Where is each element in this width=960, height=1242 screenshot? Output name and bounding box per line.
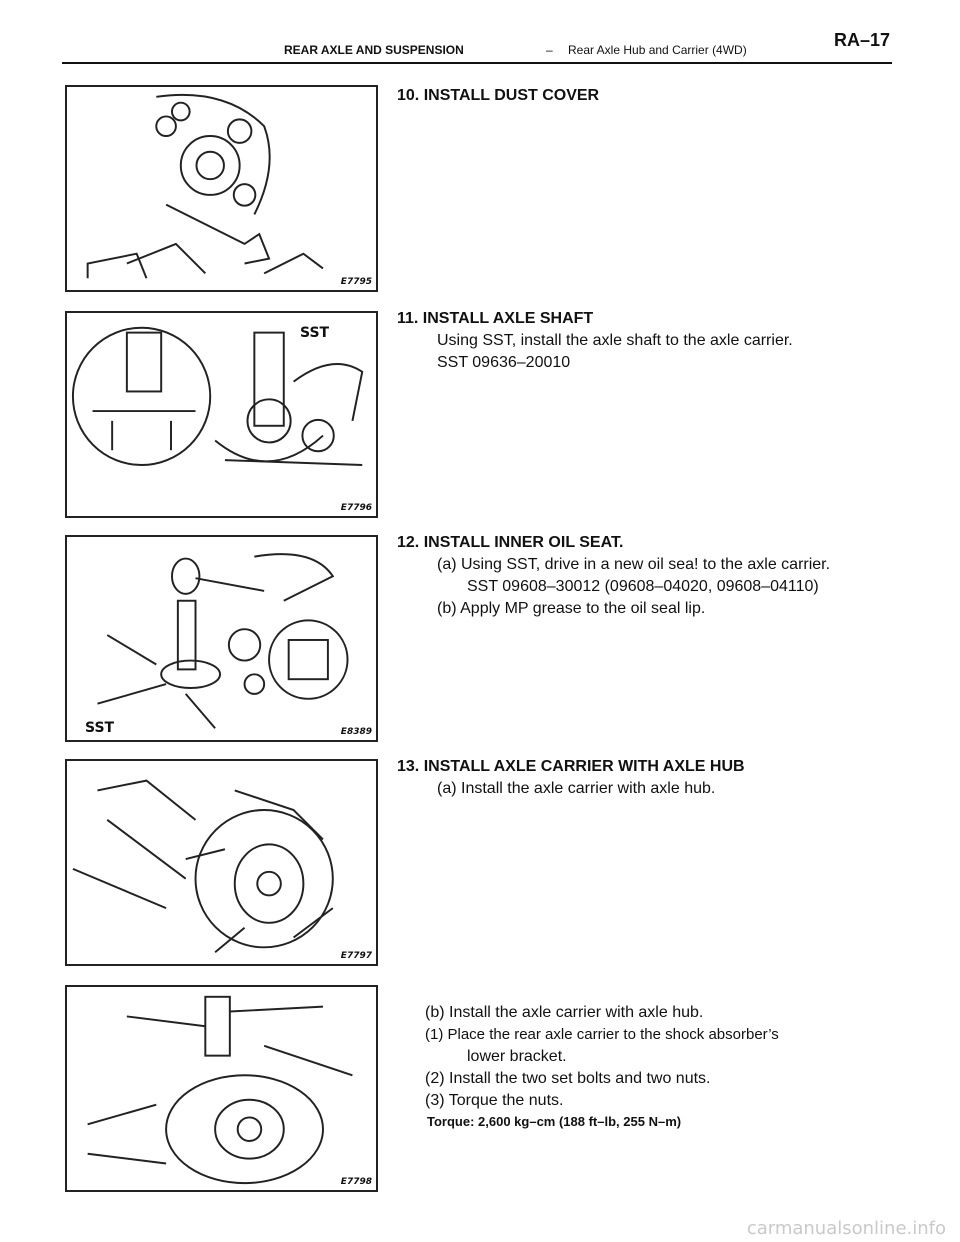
- step-text: Using SST, install the axle shaft to the…: [437, 332, 793, 349]
- figure-code: E7798: [340, 1177, 372, 1187]
- step-12: 12. INSTALL INNER OIL SEAT. (a) Using SS…: [397, 532, 917, 620]
- step-text: (2) Install the two set bolts and two nu…: [425, 1070, 711, 1087]
- step-text: (3) Torque the nuts.: [425, 1092, 564, 1109]
- sst-number: SST 09608–30012 (09608–04020, 09608–0411…: [467, 578, 819, 595]
- figure-oil-seal: SST E8389: [65, 535, 378, 742]
- step-text: (a) Install the axle carrier with axle h…: [437, 780, 716, 797]
- watermark: carmanualsonline.info: [746, 1218, 946, 1239]
- figure-code: E8389: [340, 727, 372, 737]
- figure-code: E7796: [340, 503, 372, 513]
- sst-label: SST: [300, 325, 330, 341]
- step-13: 13. INSTALL AXLE CARRIER WITH AXLE HUB (…: [397, 756, 917, 800]
- figure-axle-carrier: E7797: [65, 759, 378, 966]
- step-title: 10. INSTALL DUST COVER: [397, 87, 600, 104]
- step-10: 10. INSTALL DUST COVER: [397, 85, 917, 107]
- step-title: 12. INSTALL INNER OIL SEAT.: [397, 534, 624, 551]
- page-number: RA–17: [833, 30, 890, 50]
- step-text: (1) Place the rear axle carrier to the s…: [425, 1026, 779, 1043]
- figure-torque-nuts: E7798: [65, 985, 378, 1192]
- dust-cover-illustration: [86, 93, 324, 279]
- axle-carrier-illustration: [72, 779, 334, 953]
- oil-seal-illustration: [97, 553, 349, 729]
- header-separator: –: [546, 43, 553, 57]
- step-title: 13. INSTALL AXLE CARRIER WITH AXLE HUB: [397, 758, 745, 775]
- section-title: REAR AXLE AND SUSPENSION: [284, 43, 464, 57]
- figure-code: E7797: [340, 951, 372, 961]
- step-13-continued: (b) Install the axle carrier with axle h…: [397, 1002, 917, 1132]
- section-subtitle: Rear Axle Hub and Carrier (4WD): [568, 43, 747, 57]
- figure-axle-shaft: SST E7796: [65, 311, 378, 518]
- torque-nuts-illustration: [87, 995, 353, 1185]
- step-title: 11. INSTALL AXLE SHAFT: [397, 310, 594, 327]
- sst-label: SST: [85, 720, 115, 736]
- step-text: (b) Apply MP grease to the oil seal lip.: [437, 600, 706, 617]
- step-text: (a) Using SST, drive in a new oil sea! t…: [437, 556, 831, 573]
- sst-number: SST 09636–20010: [437, 354, 571, 371]
- step-text: lower bracket.: [467, 1048, 567, 1065]
- axle-shaft-illustration: [71, 326, 364, 466]
- figure-code: E7795: [340, 277, 372, 287]
- torque-spec: Torque: 2,600 kg–cm (188 ft–lb, 255 N–m): [427, 1114, 682, 1129]
- step-11: 11. INSTALL AXLE SHAFT Using SST, instal…: [397, 308, 917, 374]
- step-text: (b) Install the axle carrier with axle h…: [425, 1004, 704, 1021]
- figure-dust-cover: E7795: [65, 85, 378, 292]
- page-header: REAR AXLE AND SUSPENSION – Rear Axle Hub…: [62, 0, 892, 64]
